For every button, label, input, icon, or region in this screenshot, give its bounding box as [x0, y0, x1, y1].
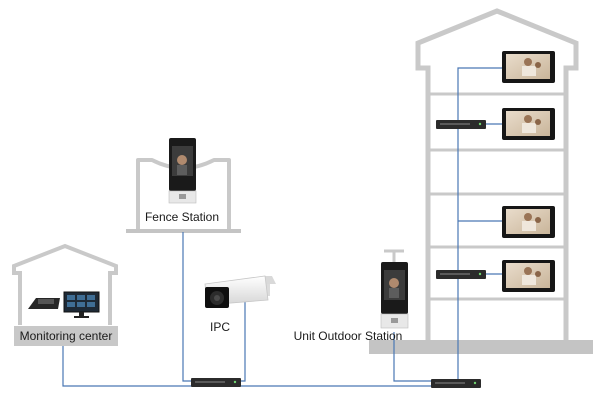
- wire-monitoring-to-switch: [62, 346, 435, 387]
- wire-fence-to-switch: [182, 232, 193, 382]
- unit-outdoor-station-device: [380, 249, 409, 329]
- main-switch: [191, 378, 241, 387]
- monitoring-center-label: Monitoring center: [20, 329, 113, 343]
- wire-riser: [457, 67, 504, 381]
- monitoring-center-house: Monitoring center: [12, 243, 118, 346]
- indoor-monitor: [502, 51, 555, 83]
- desk-console-device: [28, 298, 60, 309]
- ground-slab: [369, 340, 593, 354]
- building-switch: [431, 379, 481, 388]
- building-outline: [415, 8, 579, 340]
- wire-outdoor-to-switch: [393, 332, 432, 382]
- monitor-icon: [63, 291, 100, 318]
- floor-switch: [436, 120, 486, 129]
- network-wiring: [62, 67, 506, 387]
- wire-ipc-to-switch: [240, 295, 246, 382]
- indoor-monitor: [502, 260, 555, 292]
- fence-station-device: [168, 138, 197, 204]
- apartment-building: [369, 8, 593, 354]
- monitoring-center-label-bg: [14, 326, 118, 346]
- indoor-monitor: [502, 108, 555, 140]
- indoor-monitor: [502, 206, 555, 238]
- ipc-label: IPC: [210, 320, 230, 334]
- ipc-camera: [204, 275, 276, 308]
- unit-outdoor-station-label: Unit Outdoor Station: [294, 329, 403, 343]
- house-outline: [12, 243, 118, 325]
- floor-switch: [436, 270, 486, 279]
- fence-station-label: Fence Station: [145, 210, 219, 224]
